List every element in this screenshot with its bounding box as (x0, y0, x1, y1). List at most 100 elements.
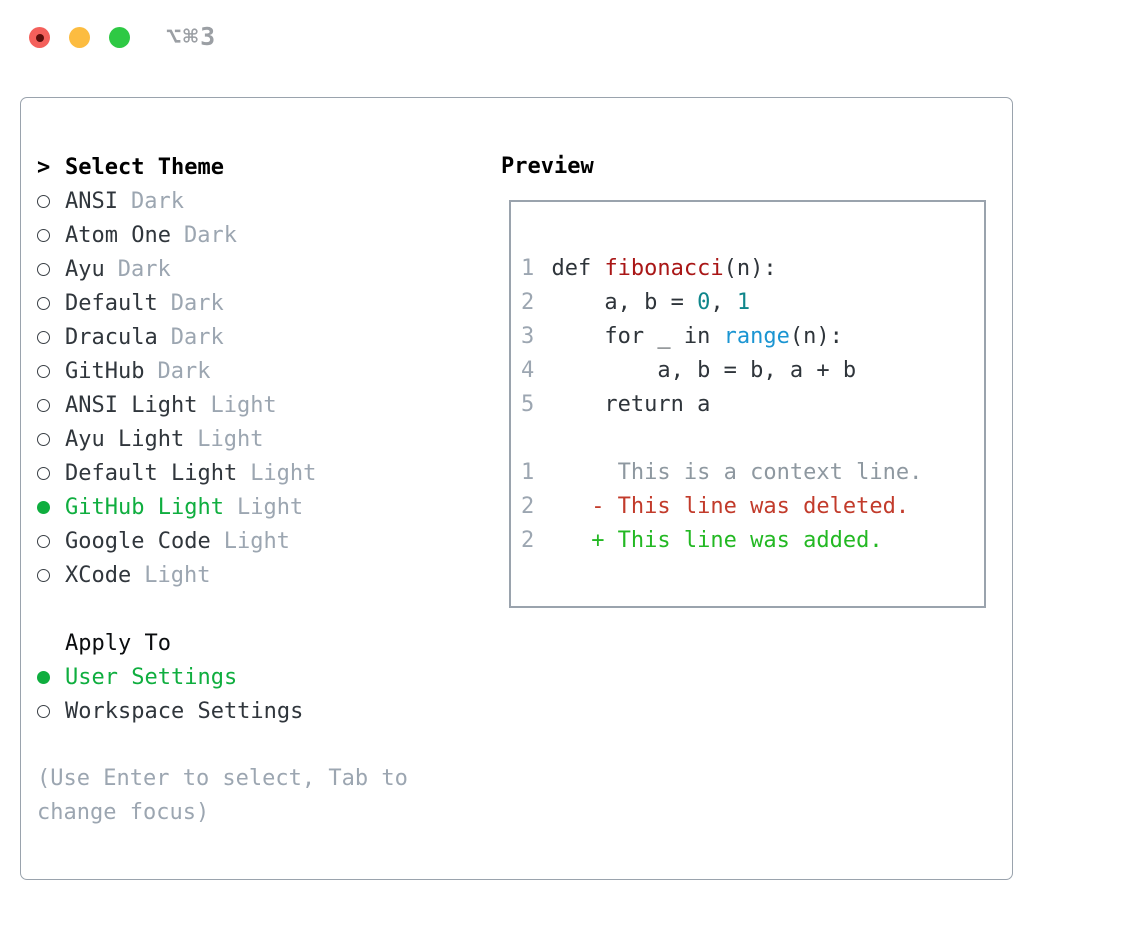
diff-line: 1 This is a context line. (521, 456, 984, 490)
token-code: a, b = (551, 290, 698, 315)
token-code: , (710, 290, 737, 315)
token-func: fibonacci (604, 256, 724, 281)
line-number: 1 (521, 460, 535, 485)
option-label: XCode (65, 562, 132, 588)
option-label: GitHub (65, 358, 145, 384)
option-label: Google Code (65, 528, 211, 554)
theme-option[interactable]: Google Code Light (37, 524, 482, 558)
option-label: ANSI (65, 188, 118, 214)
preview-title: Preview (501, 154, 594, 179)
theme-option[interactable]: GitHub Light Light (37, 490, 482, 524)
radio-icon (37, 194, 65, 208)
code-line: 3 for _ in range(n): (521, 320, 984, 354)
blank-line (521, 422, 984, 456)
token-code: (n): (789, 324, 843, 349)
theme-option[interactable]: XCode Light (37, 558, 482, 592)
radio-icon (37, 568, 65, 582)
option-variant-label: Light (236, 494, 304, 520)
apply-to-header: Apply To (37, 626, 482, 660)
radio-icon (37, 228, 65, 242)
theme-option[interactable]: Atom One Dark (37, 218, 482, 252)
theme-option[interactable]: GitHub Dark (37, 354, 482, 388)
radio-icon (37, 432, 65, 446)
apply-target-option[interactable]: Workspace Settings (37, 694, 482, 728)
code-line: 2 a, b = 0, 1 (521, 286, 984, 320)
option-variant-label: Light (223, 528, 290, 554)
line-number: 2 (521, 494, 535, 519)
option-label: Ayu Light (65, 426, 185, 452)
unsaved-dot-icon (35, 33, 44, 42)
line-number: 2 (521, 528, 535, 553)
token-added: + This line was added. (551, 528, 883, 553)
code-line: 4 a, b = b, a + b (521, 354, 984, 388)
apply-to-title: Apply To (65, 630, 171, 656)
option-label: Workspace Settings (65, 698, 304, 724)
radio-selected-icon (37, 670, 65, 684)
radio-icon (37, 296, 65, 310)
token-deleted: - This line was deleted. (551, 494, 910, 519)
diff-line: 2 - This line was deleted. (521, 490, 984, 524)
token-code: return a (551, 392, 711, 417)
option-label: Atom One (65, 222, 171, 248)
radio-icon (37, 364, 65, 378)
line-number: 2 (521, 290, 535, 315)
option-variant-label: Dark (157, 358, 211, 384)
token-code: a, b = b, a + b (551, 358, 857, 383)
minimize-button[interactable] (69, 27, 90, 48)
window-title: ⌥⌘3 (166, 22, 218, 51)
code-line: 5 return a (521, 388, 984, 422)
select-theme-header: > Select Theme (37, 150, 482, 184)
select-theme-title: Select Theme (65, 154, 224, 180)
radio-icon (37, 704, 65, 718)
option-label: Dracula (65, 324, 158, 350)
radio-icon (37, 534, 65, 548)
option-label: Default (65, 290, 158, 316)
apply-target-option[interactable]: User Settings (37, 660, 482, 694)
theme-option[interactable]: ANSI Light Light (37, 388, 482, 422)
token-code: for _ in (551, 324, 724, 349)
option-variant-label: Light (250, 460, 317, 486)
token-code: def (551, 256, 605, 281)
option-variant-label: Light (197, 426, 264, 452)
option-variant-label: Light (144, 562, 211, 588)
diff-line: 2 + This line was added. (521, 524, 984, 558)
radio-icon (37, 330, 65, 344)
option-label: Default Light (65, 460, 238, 486)
option-variant-label: Dark (183, 222, 237, 248)
theme-option[interactable]: Ayu Light Light (37, 422, 482, 456)
maximize-button[interactable] (109, 27, 130, 48)
token-context: This is a context line. (551, 460, 923, 485)
radio-icon (37, 466, 65, 480)
radio-icon (37, 398, 65, 412)
option-variant-label: Dark (117, 256, 171, 282)
titlebar: ⌥⌘3 (0, 0, 1140, 74)
theme-option[interactable]: Default Dark (37, 286, 482, 320)
line-number: 4 (521, 358, 535, 383)
keyboard-hint: (Use Enter to select, Tab to change focu… (37, 766, 408, 825)
cursor-arrow-icon: > (37, 154, 51, 180)
line-number: 3 (521, 324, 535, 349)
option-label: GitHub Light (65, 494, 224, 520)
radio-selected-icon (37, 500, 65, 514)
close-button[interactable] (29, 27, 50, 48)
option-label: Ayu (65, 256, 105, 282)
option-variant-label: Light (210, 392, 277, 418)
theme-option[interactable]: Ayu Dark (37, 252, 482, 286)
option-label: User Settings (65, 664, 238, 690)
radio-icon (37, 262, 65, 276)
line-number: 5 (521, 392, 535, 417)
option-variant-label: Dark (170, 290, 224, 316)
theme-option[interactable]: Default Light Light (37, 456, 482, 490)
option-label: ANSI Light (65, 392, 198, 418)
diff-sample: 1 This is a context line.2 - This line w… (521, 456, 984, 558)
